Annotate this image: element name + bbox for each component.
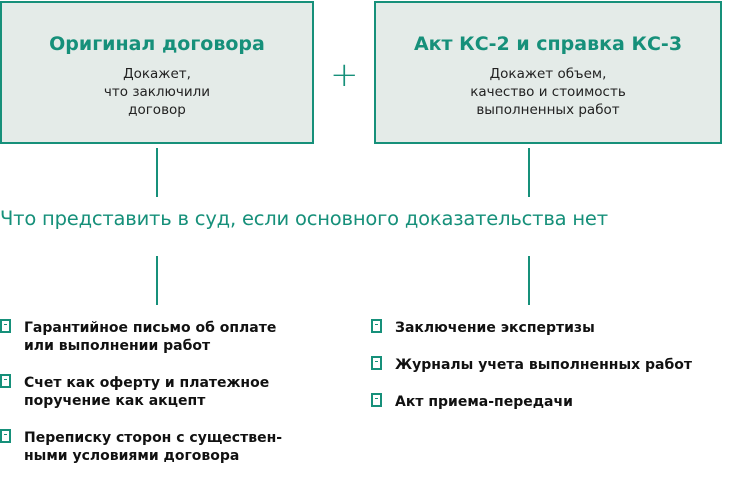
list-item: Журналы учета выполненных работ — [371, 356, 692, 374]
connector-line — [156, 148, 158, 197]
box-title: Оригинал договора — [49, 33, 265, 55]
document-icon — [0, 319, 11, 333]
original-contract-box: Оригинал договора Докажет, что заключили… — [0, 1, 314, 144]
box-text: договор — [128, 102, 186, 118]
item-text: поручение как акцепт — [24, 393, 206, 409]
document-icon — [371, 356, 382, 370]
question-heading: Что представить в суд, если основного до… — [0, 207, 608, 230]
list-item: Гарантийное письмо об оплате или выполнен… — [0, 319, 282, 355]
list-item: Заключение экспертизы — [371, 319, 692, 337]
document-icon — [371, 393, 382, 407]
box-text: качество и стоимость — [470, 84, 626, 100]
box-text: выполненных работ — [476, 102, 620, 118]
box-text: Докажет, — [123, 66, 191, 82]
document-icon — [371, 319, 382, 333]
item-text: Заключение экспертизы — [395, 320, 595, 336]
item-text: Счет как оферту и платежное — [24, 375, 270, 391]
item-text: Акт приема-передачи — [395, 394, 573, 410]
ks-act-box: Акт КС-2 и справка КС-3 Докажет объем, к… — [374, 1, 722, 144]
connector-line — [156, 256, 158, 305]
connector-line — [528, 256, 530, 305]
box-title: Акт КС-2 и справка КС-3 — [413, 33, 683, 55]
box-text: что заключили — [103, 84, 211, 100]
list-item: Акт приема-передачи — [371, 393, 692, 411]
left-evidence-list: Гарантийное письмо об оплате или выполнен… — [0, 319, 282, 484]
item-text: ными условиями договора — [24, 448, 240, 464]
document-icon — [0, 374, 11, 388]
plus-sign: + — [330, 55, 359, 95]
document-icon — [0, 429, 11, 443]
item-text: Гарантийное письмо об оплате — [24, 320, 277, 336]
box-text: Докажет объем, — [489, 66, 607, 82]
list-item: Переписку сторон с существен-ными услови… — [0, 429, 282, 465]
item-text: или выполнении работ — [24, 338, 211, 354]
list-item: Счет как оферту и платежное поручение как… — [0, 374, 282, 410]
connector-line — [528, 148, 530, 197]
item-text: Журналы учета выполненных работ — [395, 357, 692, 373]
right-evidence-list: Заключение экспертизы Журналы учета выпо… — [371, 319, 692, 430]
item-text: Переписку сторон с существен- — [24, 430, 283, 446]
